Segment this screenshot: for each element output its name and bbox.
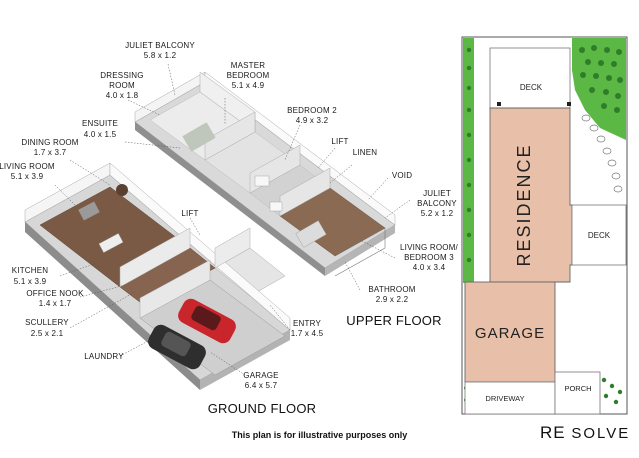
bathroom-label: BATHROOM [368, 285, 415, 294]
master-bedroom-label-line1: MASTER [231, 61, 266, 70]
site-driveway-label: DRIVEWAY [485, 394, 524, 403]
living-room-label: LIVING ROOM [0, 162, 55, 171]
laundry-label: LAUNDRY [84, 352, 124, 361]
juliet-balcony-upper-label-line1: JULIET [423, 189, 451, 198]
ensuite-label: ENSUITE [82, 119, 118, 128]
entry-label: ENTRY [293, 319, 321, 328]
lift-upper-label: LIFT [331, 137, 348, 146]
living-bedroom-3-label-line2: BEDROOM 3 [404, 253, 454, 262]
upper-floor-model [134, 71, 396, 277]
bathroom-dims: 2.9 x 2.2 [376, 295, 409, 304]
disclaimer-text: This plan is for illustrative purposes o… [231, 430, 408, 440]
garage-room-label: GARAGE [243, 371, 278, 380]
kitchen-label: KITCHEN [12, 266, 49, 275]
office-nook-label: OFFICE NOOK [26, 289, 84, 298]
master-bedroom-dims: 5.1 x 4.9 [232, 81, 265, 90]
living-room-dims: 5.1 x 3.9 [11, 172, 44, 181]
master-bedroom-label-line2: BEDROOM [227, 71, 270, 80]
site-porch-label: PORCH [564, 384, 591, 393]
juliet-balcony-upper-dims: 5.2 x 1.2 [421, 209, 454, 218]
site-residence-label: RESIDENCE [514, 143, 534, 266]
linen-label: LINEN [353, 148, 378, 157]
site-deck-top-label: DECK [520, 83, 543, 92]
site-garage-footprint [464, 281, 556, 383]
dining-room-label: DINING ROOM [21, 138, 78, 147]
lift-ground-label: LIFT [181, 209, 198, 218]
ground-floor-title: GROUND FLOOR [208, 401, 317, 416]
office-nook-dims: 1.4 x 1.7 [39, 299, 72, 308]
site-deck-right-label: DECK [588, 231, 611, 240]
scullery-dims: 2.5 x 2.1 [31, 329, 64, 338]
juliet-balcony-master-dims: 5.8 x 1.2 [144, 51, 177, 60]
leader-lines [54, 63, 411, 376]
dressing-room-label-line2: ROOM [109, 81, 135, 90]
juliet-balcony-upper-label-line2: BALCONY [417, 199, 457, 208]
site-garage-label: GARAGE [475, 325, 545, 342]
upper-floor-title: UPPER FLOOR [346, 313, 441, 328]
logo-bold-text: RE [540, 423, 566, 442]
entry-dims: 1.7 x 4.5 [291, 329, 324, 338]
site-plan [461, 36, 628, 415]
dining-room-dims: 1.7 x 3.7 [34, 148, 67, 157]
car-black [148, 324, 206, 370]
dressing-room-dims: 4.0 x 1.8 [106, 91, 139, 100]
dressing-room-label-line1: DRESSING [100, 71, 143, 80]
living-bedroom-3-label-line1: LIVING ROOM/ [400, 243, 459, 252]
living-bedroom-3-dims: 4.0 x 3.4 [413, 263, 446, 272]
logo-light-text: SOLVE [571, 425, 631, 442]
scullery-label: SCULLERY [25, 318, 69, 327]
bedroom-2-dims: 4.9 x 3.2 [296, 116, 329, 125]
car-red [178, 298, 236, 344]
juliet-balcony-master-label: JULIET BALCONY [125, 41, 195, 50]
bedroom-2-label: BEDROOM 2 [287, 106, 337, 115]
garage-room-dims: 6.4 x 5.7 [245, 381, 278, 390]
resolve-logo: RE SOLVE [540, 423, 630, 443]
void-label: VOID [392, 171, 412, 180]
kitchen-dims: 5.1 x 3.9 [14, 277, 47, 286]
ensuite-dims: 4.0 x 1.5 [84, 130, 117, 139]
ground-floor-model [24, 162, 291, 390]
